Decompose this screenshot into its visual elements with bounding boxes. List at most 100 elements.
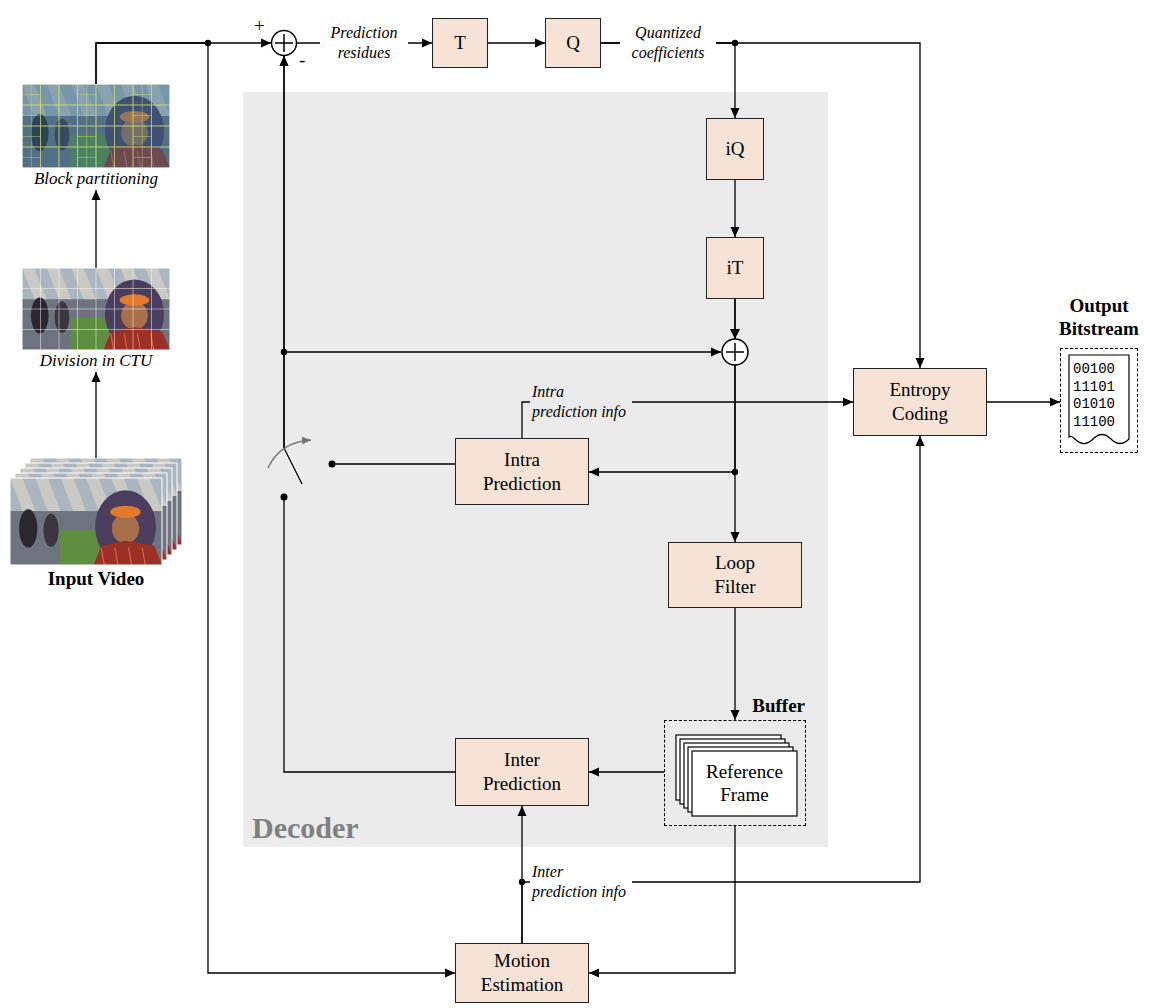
sub-block-line: [133, 157, 152, 158]
output-bitstream: Output Bitstream00100 11101 01010 11100: [1060, 348, 1138, 453]
sub-block-line: [22, 115, 41, 116]
frame-border: [22, 268, 170, 350]
inter-prediction-block: Inter Prediction: [455, 738, 589, 806]
quantizer-block: Q: [545, 18, 601, 68]
blanket-stripe: [142, 548, 145, 565]
ctu-grid-line: [22, 288, 170, 289]
image-caption: Input Video: [10, 568, 182, 590]
junction-dot: [732, 469, 738, 475]
face: [121, 302, 148, 330]
connector: [96, 43, 271, 84]
coding-block: [41, 126, 60, 147]
prediction-wire: [284, 351, 721, 352]
paper-sheet: [1069, 355, 1129, 444]
frame-border: [22, 84, 170, 168]
ctu-grid-line: [22, 309, 170, 310]
coding-block: [115, 147, 134, 168]
edge-label: Prediction residues: [320, 23, 408, 63]
frame-content: [22, 84, 170, 168]
sub-block-line: [22, 94, 41, 95]
loop-filter-block: Loop Filter: [668, 542, 802, 608]
coding-block: [78, 126, 97, 147]
coding-block: [41, 147, 60, 168]
tent-stripe: [22, 268, 47, 299]
video-frame-illustration: [22, 84, 170, 168]
coding-block: [59, 84, 78, 105]
connector: [734, 180, 735, 237]
frame-content: [22, 268, 170, 350]
junction-dot: [519, 879, 525, 885]
tent-stripe: [71, 268, 96, 299]
connector: [987, 401, 1060, 402]
region-title: Decoder: [252, 811, 359, 844]
connector: [95, 372, 96, 458]
transform-block: T: [432, 18, 488, 68]
block-label: Intra Prediction: [472, 448, 572, 496]
block-label: Q: [566, 31, 580, 55]
subtractor-symbol: [271, 30, 297, 56]
junction-dot: [205, 40, 211, 46]
sub-block-line: [133, 136, 152, 137]
block-label: Loop Filter: [696, 551, 774, 599]
connector: [284, 56, 455, 772]
coding-block: [96, 105, 115, 126]
sub-block-line: [133, 115, 152, 116]
junction-dot: [281, 349, 287, 355]
motion-estimation-block: Motion Estimation: [455, 943, 589, 1003]
switch-blade: [284, 448, 302, 484]
coding-block: [78, 147, 97, 168]
coding-block: [78, 84, 97, 105]
video-frame: [22, 84, 170, 168]
tent-stripe: [10, 478, 35, 511]
adder-symbol: [722, 339, 748, 365]
blanket-stripe: [101, 548, 104, 565]
adder-input-arrowhead: [730, 329, 740, 339]
switch-arrow: [268, 440, 311, 468]
coding-block: [96, 84, 115, 105]
sub-block-line: [133, 94, 152, 95]
blanket-stripe: [124, 334, 127, 350]
block-label: Entropy Coding: [870, 378, 970, 426]
blanket: [103, 327, 170, 350]
coding-block: [152, 84, 171, 105]
switch-contact: [281, 494, 288, 501]
video-frame: [10, 478, 162, 565]
decoder-band: [243, 92, 828, 847]
street: [10, 478, 162, 565]
sign-label: -: [299, 50, 305, 69]
frame-border: [10, 478, 162, 565]
connector: [522, 436, 920, 943]
blanket: [94, 541, 162, 565]
coding-block: [152, 126, 171, 147]
connector: [488, 42, 545, 43]
subtractor-circle: [272, 31, 297, 56]
coding-block: [22, 147, 41, 168]
image-caption: Block partitioning: [22, 168, 170, 190]
input-video-frames: Input Video: [10, 458, 182, 590]
frame-content: [10, 478, 162, 565]
coding-block: [133, 84, 152, 105]
edge-label: Intra prediction info: [530, 382, 632, 422]
coding-block: [22, 105, 41, 126]
video-frame: [22, 268, 170, 350]
block-label: T: [454, 31, 466, 55]
bitstream-bits: 00100 11101 01010 11100: [1073, 361, 1125, 431]
connector: [589, 771, 664, 772]
ctu-grid-line: [22, 329, 170, 330]
reference-frame: [692, 751, 797, 816]
coding-block: [59, 147, 78, 168]
coding-block: [59, 126, 78, 147]
passer-by: [55, 302, 70, 333]
coding-block: [41, 84, 60, 105]
video-frame-illustration: [10, 458, 182, 568]
coding-block: [152, 147, 171, 168]
coding-block: [22, 126, 41, 147]
sub-block-line: [78, 115, 97, 116]
coding-block: [78, 105, 97, 126]
passer-by: [43, 514, 58, 547]
subtractor-plus: [275, 42, 293, 44]
sub-block-line: [78, 157, 97, 158]
blanket-stripe: [115, 548, 118, 565]
decoder-region: iQiTIntra PredictionLoop FilterBufferRef…: [243, 92, 828, 847]
